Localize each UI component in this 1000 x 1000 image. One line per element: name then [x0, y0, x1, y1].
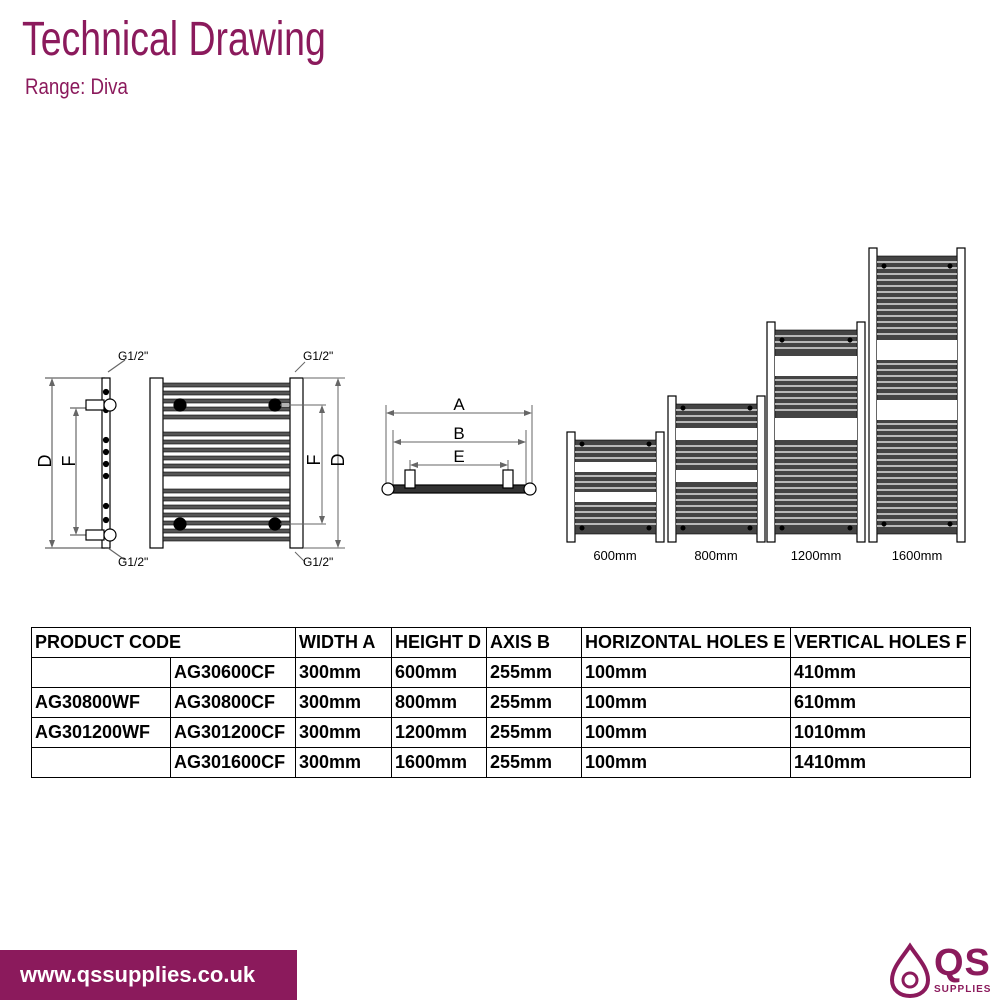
- size-comparison: [566, 247, 966, 543]
- cell-width: 300mm: [295, 657, 392, 688]
- droplet-icon: [889, 942, 931, 998]
- page-title: Technical Drawing: [22, 13, 326, 66]
- logo-subtext: SUPPLIES: [934, 984, 992, 995]
- dim-b-label: B: [453, 424, 464, 443]
- cell-height: 600mm: [391, 657, 487, 688]
- cell-code-cf: AG301200CF: [170, 717, 296, 748]
- side-d-label: D: [35, 455, 55, 468]
- dim-e-label: E: [453, 447, 464, 466]
- cell-code-cf: AG30800CF: [170, 687, 296, 718]
- footer-url-bar: www.qssupplies.co.uk: [0, 950, 297, 1000]
- cell-axis: 255mm: [486, 747, 582, 778]
- cell-holes-f: 1410mm: [790, 747, 971, 778]
- header-horizontal-holes-e: HORIZONTAL HOLES E: [581, 627, 791, 658]
- size-label-1200: 1200mm: [791, 548, 842, 563]
- header-width-a: WIDTH A: [295, 627, 392, 658]
- header-vertical-holes-f: VERTICAL HOLES F: [790, 627, 971, 658]
- cell-holes-f: 1010mm: [790, 717, 971, 748]
- cell-holes-e: 100mm: [581, 657, 791, 688]
- dim-a-label: A: [453, 395, 465, 414]
- cell-width: 300mm: [295, 717, 392, 748]
- top-view-body: [381, 469, 537, 496]
- connection-label-bottom-left: G1/2": [118, 555, 148, 569]
- cell-holes-e: 100mm: [581, 687, 791, 718]
- connection-label-top-left: G1/2": [118, 349, 148, 363]
- cell-axis: 255mm: [486, 687, 582, 718]
- cell-code-wf: [31, 657, 171, 688]
- connection-label-top-right: G1/2": [303, 349, 333, 363]
- size-label-1600: 1600mm: [892, 548, 943, 563]
- front-d-label: D: [328, 454, 348, 467]
- table-row: AG301200WF AG301200CF 300mm 1200mm 255mm…: [31, 717, 971, 748]
- front-view: [149, 361, 345, 563]
- logo-text: QS: [934, 942, 991, 984]
- cell-code-wf: AG30800WF: [31, 687, 171, 718]
- website-link[interactable]: www.qssupplies.co.uk: [20, 962, 256, 987]
- qs-supplies-logo: QS SUPPLIES: [888, 942, 1000, 1000]
- header-product-code: PRODUCT CODE: [31, 627, 296, 658]
- table-row: AG301600CF 300mm 1600mm 255mm 100mm 1410…: [31, 747, 971, 778]
- cell-axis: 255mm: [486, 717, 582, 748]
- cell-code-cf: AG301600CF: [170, 747, 296, 778]
- table-header-row: PRODUCT CODE WIDTH A HEIGHT D AXIS B HOR…: [31, 627, 971, 658]
- size-comparison-holes: [579, 263, 953, 531]
- cell-holes-e: 100mm: [581, 747, 791, 778]
- table-row: AG30600CF 300mm 600mm 255mm 100mm 410mm: [31, 657, 971, 688]
- cell-holes-f: 410mm: [790, 657, 971, 688]
- cell-width: 300mm: [295, 687, 392, 718]
- size-label-800: 800mm: [694, 548, 737, 563]
- side-view: [45, 359, 126, 561]
- cell-code-wf: [31, 747, 171, 778]
- specification-table: PRODUCT CODE WIDTH A HEIGHT D AXIS B HOR…: [31, 627, 971, 778]
- connection-label-bottom-right: G1/2": [303, 555, 333, 569]
- cell-holes-e: 100mm: [581, 717, 791, 748]
- cell-height: 1600mm: [391, 747, 487, 778]
- cell-height: 1200mm: [391, 717, 487, 748]
- header-height-d: HEIGHT D: [391, 627, 487, 658]
- cell-holes-f: 610mm: [790, 687, 971, 718]
- cell-width: 300mm: [295, 747, 392, 778]
- cell-code-wf: AG301200WF: [31, 717, 171, 748]
- front-f-label: F: [304, 455, 324, 466]
- range-label: Range: Diva: [25, 74, 128, 99]
- table-row: AG30800WF AG30800CF 300mm 800mm 255mm 10…: [31, 687, 971, 718]
- cell-height: 800mm: [391, 687, 487, 718]
- side-f-label: F: [59, 456, 79, 467]
- header-axis-b: AXIS B: [486, 627, 582, 658]
- top-view: [385, 405, 533, 485]
- size-label-600: 600mm: [593, 548, 636, 563]
- cell-axis: 255mm: [486, 657, 582, 688]
- cell-code-cf: AG30600CF: [170, 657, 296, 688]
